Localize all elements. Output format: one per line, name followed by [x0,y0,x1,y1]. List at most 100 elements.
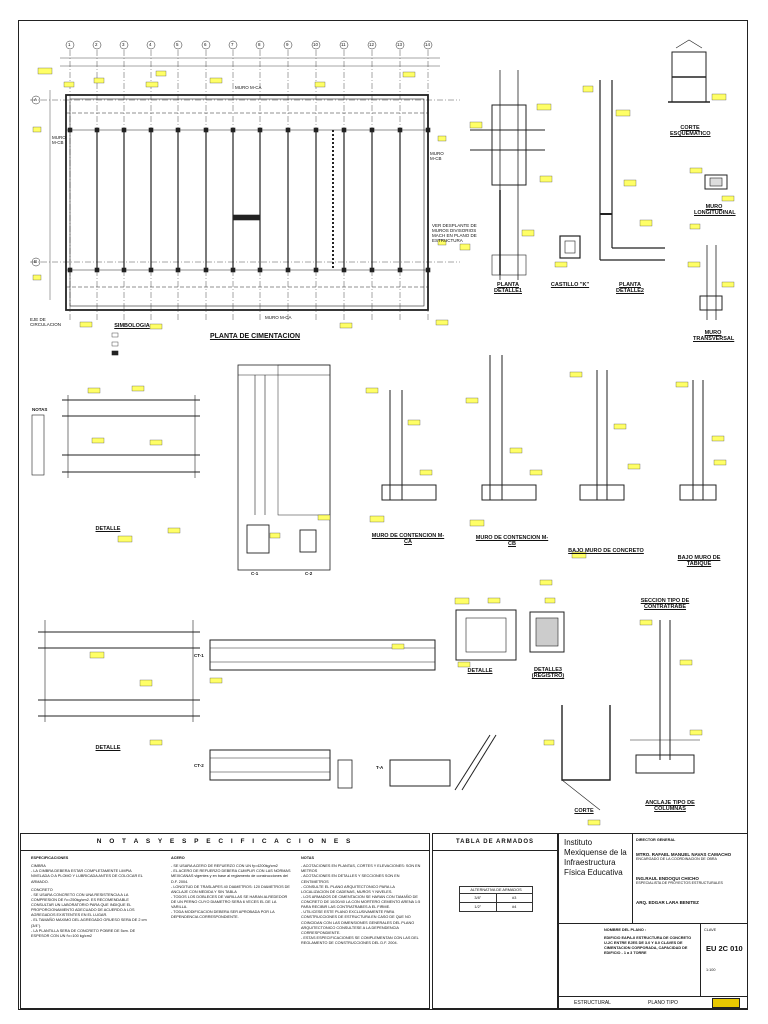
ta-label: T-A [376,765,384,770]
subdirector-name-text: ING.RAUL ENDOQUI CHICHO [636,876,699,881]
note-line: - EL ACERO DE REFUERZO DEBERA CUMPLIR CO… [171,869,291,884]
tabla-cell: 1/2" [460,903,497,911]
notes-title: N O T A S Y E S P E C I F I C A C I O N … [21,834,429,851]
notes-col2-heading: ACERO [171,856,185,860]
axis-1: 1 [68,42,71,47]
axis-14: 14 [425,42,431,47]
notes-acero: ACERO - SE USARA ACERO DE REFUERZO CON U… [171,856,291,921]
axis-13: 13 [397,42,403,47]
detalle-a-label: DETALLE [95,526,121,532]
note-line: - CONSULTE EL PLANO ARQUITECTONICO PARA … [301,884,395,894]
note-line: - UTILICESE ESTE PLANO EXCLUSIVAMENTE PA… [301,910,415,935]
notes-col1-heading: ESPECIFICACIONES [31,856,69,860]
axis-8: 8 [258,42,261,47]
logo-icon [712,998,740,1008]
ver-desplante-note: VER DESPLANTE DE MUROS DIVISORIOS MACH E… [432,223,477,243]
anclaje-columnas-label: ANCLAJE TIPO DE COLUMNAS [645,800,695,813]
muro-contencion-mcb-label: MURO DE CONTENCION M-CB [475,535,549,548]
planta-cimentacion-title: PLANTA DE CIMENTACION [209,333,301,340]
muro-transversal-label: MURO TRANSVERSAL [693,330,735,343]
notes-panel: N O T A S Y E S P E C I F I C A C I O N … [20,833,430,1009]
notes-notas: NOTAS - ACOTACIONES EN PLANTAS, CORTES Y… [301,856,421,946]
note-line: - EL TAMAÑO MAXIMO DEL AGREGADO GRUESO S… [31,918,147,928]
corte-esquematico-label: CORTE ESQUEMATICO [670,125,711,138]
muro-mcb-left-label: MURO M-CB [52,135,66,145]
contratrabe-detalle-a [31,385,200,543]
clave-label: CLAVE [704,928,717,932]
planta-detalle2-label: PLANTA DETALLE2 [615,282,644,295]
castillo-k-label: CASTILLO "K" [550,282,590,288]
tabla-armados: TABLA DE ARMADOS ALTERNATIVA DE ARMADOS … [432,833,558,1009]
note-line: - LA PLANTILLA SERA DE CONCRETO POBRE DE… [31,928,136,938]
escala-value: 1:100 [706,968,716,972]
director-label: DIRECTOR GENERAL [636,838,676,842]
muro-mca-bottom-label: MURO M-CA [265,315,292,320]
tabla-cell: #3 [512,896,517,900]
drawing-sheet-border [18,20,748,1010]
ct1-label: CT-1 [194,653,204,658]
estructural-label: ESTRUCTURAL [574,1000,611,1006]
tabla-subtitle: ALTERNATIVA DE ARMADOS [459,886,533,894]
institute-name: Instituto Mexiquense de la Infraestructu… [564,838,627,877]
tabla-title: TABLA DE ARMADOS [433,834,557,851]
clave-value: EU 2C 010 [706,944,743,953]
seccion-contratrabe-label: SECCION TIPO DE CONTRATRABE [640,598,690,611]
corte-label: CORTE [574,808,594,814]
tabla-cell: 3/8" [460,894,497,902]
subdirector-name: ING.RAUL ENDOQUI CHICHO ESPECIALISTA DE … [636,876,723,885]
c2-label: C-2 [305,571,313,576]
note-line: - LONGITUD DE TRASLAPES 40 DIAMETROS: 12… [171,884,290,894]
muro-mca-top-label: MURO M-CA [235,85,262,90]
axis-6: 6 [204,42,207,47]
axis-12: 12 [369,42,375,47]
director-role: ENCARGADO DE LA COORDINACION DE OBRA [636,857,717,861]
axis-4: 4 [149,42,152,47]
muro-longitudinal [689,167,735,202]
note-line: - LA CIMBRA DEBERA ESTAR COMPLETAMENTE L… [31,869,143,884]
notes-col3-heading: NOTAS [301,856,315,860]
muro-longitudinal-label: MURO LONGITUDINAL [694,204,736,217]
ta-elevation [389,734,497,791]
detalle-losa [454,597,517,668]
muro-contencion-mca-label: MURO DE CONTENCION M-CA [371,533,445,546]
elaboro-name: ARQ. EDGAR LARA BENITEZ [636,900,699,905]
note-line: - TODOS LOS DOBLECES DE VARILLAS SE HARA… [171,894,288,910]
detalle-registro-label: DETALLE3 (REGISTRO) [531,667,565,680]
note-line: CONCRETO [31,887,53,892]
planta-detalle2 [582,80,665,261]
muro-contencion-mca [365,387,437,523]
tabla-cell: #4 [512,905,517,909]
axis-3: 3 [122,42,125,47]
plano-tipo-label: PLANO TIPO [648,1000,678,1006]
contratrabe-detalle-b [38,620,200,746]
plan-name: EDIFICIO EAPA-II ESTRUCTURA DE CONCRETO … [604,936,692,956]
detalle-b-label: DETALLE [95,745,121,751]
note-line: CIMBRA [31,864,46,869]
axis-7: 7 [231,42,234,47]
notas-small-label: NOTAS [32,407,48,412]
bajo-muro-tabique-label: BAJO MURO DE TABIQUE [677,555,721,568]
planta-detalle1-label: PLANTA DETALLE1 [493,282,522,295]
column-schedule [237,364,331,571]
bajo-muro-concreto [569,370,641,559]
director-name-text: MTRO. RAFAEL MANUEL NAVAS CAMACHO [636,852,732,857]
title-block [558,833,748,1009]
axis-a: A [34,97,38,102]
structural-drawing-area [30,39,735,826]
detalle-registro [529,579,565,653]
simbologia-label: SIMBOLOGIA [114,323,150,329]
castillo-k [554,235,581,268]
corte-foso [543,705,611,826]
anclaje-columnas [630,619,703,774]
note-line: - ESTAS ESPECIFICACIONES SE COMPLEMENTAN… [301,935,419,945]
planta-detalle1 [459,70,553,280]
ct2-elevation [209,749,353,789]
corte-esquematico [668,39,727,103]
subdirector-role: ESPECIALISTA DE PROYECTOS ESTRUCTURALES [636,881,723,885]
foundation-plan [30,40,460,356]
axis-11: 11 [341,42,346,47]
axis-10: 10 [313,42,319,47]
notes-especificaciones: ESPECIFICACIONES CIMBRA - LA CIMBRA DEBE… [31,856,151,939]
note-line: - ACOTACIONES EN PLANTAS, CORTES Y ELEVA… [301,864,421,874]
axis-9: 9 [286,42,289,47]
